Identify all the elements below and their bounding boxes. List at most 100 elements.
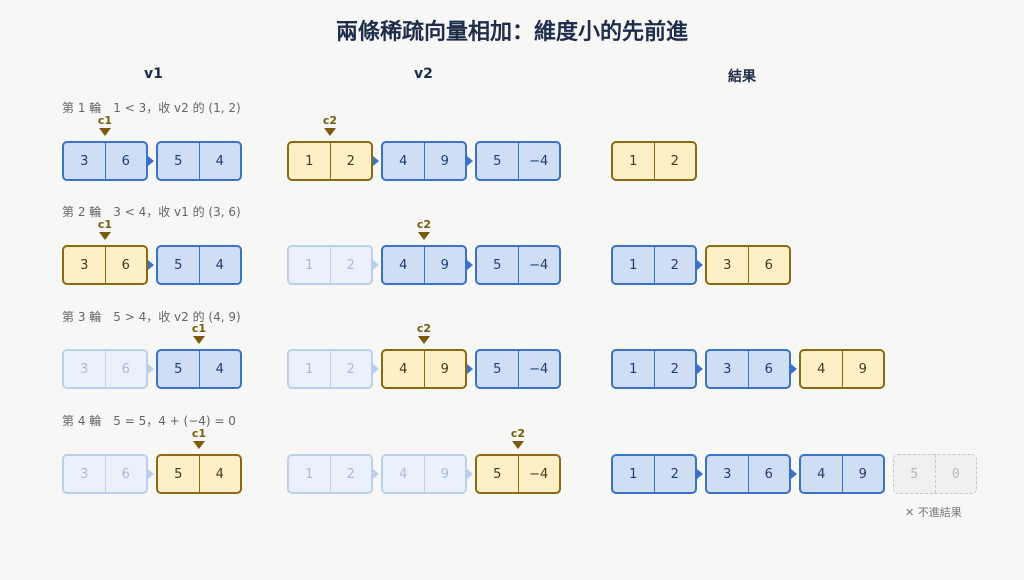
page-title: 兩條稀疏向量相加：維度小的先前進 <box>335 20 688 45</box>
node-dimension: 3 <box>80 257 89 273</box>
node-dimension: 3 <box>723 361 732 377</box>
node-value: 4 <box>198 143 241 179</box>
node-value: 2 <box>653 247 696 283</box>
v2-node: 5−4 <box>475 141 561 181</box>
v2-node: 5 −4 <box>475 349 561 389</box>
next-arrow-icon <box>467 156 473 166</box>
next-arrow-icon <box>467 469 473 479</box>
node-value: 9 <box>423 247 466 283</box>
node-dimension: 5 <box>174 466 183 482</box>
node-dimension: 1 <box>305 257 314 273</box>
node-value: 2 <box>653 456 696 492</box>
node-value: −4 <box>517 143 560 179</box>
node-dimension: 3 <box>80 466 89 482</box>
step-label: 第 3 輪 5 > 4，收 v2 的 (4, 9) <box>62 310 241 324</box>
node-value: 6 <box>104 247 147 283</box>
next-arrow-icon <box>697 260 703 270</box>
pointer-down-icon <box>324 128 336 136</box>
next-arrow-icon <box>697 469 703 479</box>
node-dimension: 1 <box>629 257 638 273</box>
pointer-c2: c2 <box>412 219 436 240</box>
next-arrow-icon <box>791 469 797 479</box>
node-dimension: 4 <box>399 257 408 273</box>
node-value: 4 <box>198 247 241 283</box>
node-dimension: 4 <box>399 466 408 482</box>
pointer-down-icon <box>99 128 111 136</box>
pointer-c2-label: c2 <box>416 322 432 335</box>
pointer-c2-label: c2 <box>510 427 526 440</box>
next-arrow-icon <box>467 260 473 270</box>
node-dimension: 1 <box>629 466 638 482</box>
node-value: 6 <box>747 456 790 492</box>
pointer-c2: c2 <box>318 115 342 136</box>
node-value: 2 <box>653 351 696 387</box>
node-value: 2 <box>329 351 372 387</box>
node-dimension: 4 <box>817 466 826 482</box>
next-arrow-icon <box>148 469 154 479</box>
pointer-down-icon <box>418 232 430 240</box>
node-value: −4 <box>517 351 560 387</box>
next-arrow-icon <box>373 260 379 270</box>
pointer-c2-label: c2 <box>322 114 338 127</box>
node-value: 9 <box>841 456 884 492</box>
pointer-c2: c2 <box>506 428 530 449</box>
v2-node: 5 −4 <box>475 454 561 494</box>
node-value: 2 <box>653 143 696 179</box>
node-dimension: 1 <box>629 361 638 377</box>
next-arrow-icon <box>791 364 797 374</box>
node-dimension: 5 <box>493 361 502 377</box>
next-arrow-icon <box>697 364 703 374</box>
pointer-c1-label: c1 <box>97 114 113 127</box>
next-arrow-icon <box>467 364 473 374</box>
node-value: 9 <box>423 456 466 492</box>
node-dimension: 1 <box>305 466 314 482</box>
pointer-c1: c1 <box>93 115 117 136</box>
node-dimension: 3 <box>723 257 732 273</box>
node-dimension: 1 <box>305 153 314 169</box>
node-value: 6 <box>747 247 790 283</box>
node-dimension: 5 <box>174 361 183 377</box>
node-dimension: 5 <box>174 153 183 169</box>
node-dimension: 5 <box>493 466 502 482</box>
node-value: 4 <box>198 351 241 387</box>
pointer-c1-label: c1 <box>191 322 207 335</box>
node-value: −4 <box>517 456 560 492</box>
next-arrow-icon <box>148 260 154 270</box>
ghost-note: ✕ 不進結果 <box>905 506 962 519</box>
column-header-v1: v1 <box>144 66 163 82</box>
node-value: 6 <box>104 456 147 492</box>
column-header-v2: v2 <box>414 66 433 82</box>
next-arrow-icon <box>373 156 379 166</box>
pointer-c1: c1 <box>93 219 117 240</box>
pointer-c2-label: c2 <box>416 218 432 231</box>
pointer-c1-label: c1 <box>97 218 113 231</box>
next-arrow-icon <box>373 469 379 479</box>
next-arrow-icon <box>373 364 379 374</box>
v2-node: 5−4 <box>475 245 561 285</box>
node-value: 2 <box>329 456 372 492</box>
node-dimension: 3 <box>80 153 89 169</box>
node-dimension: 5 <box>174 257 183 273</box>
